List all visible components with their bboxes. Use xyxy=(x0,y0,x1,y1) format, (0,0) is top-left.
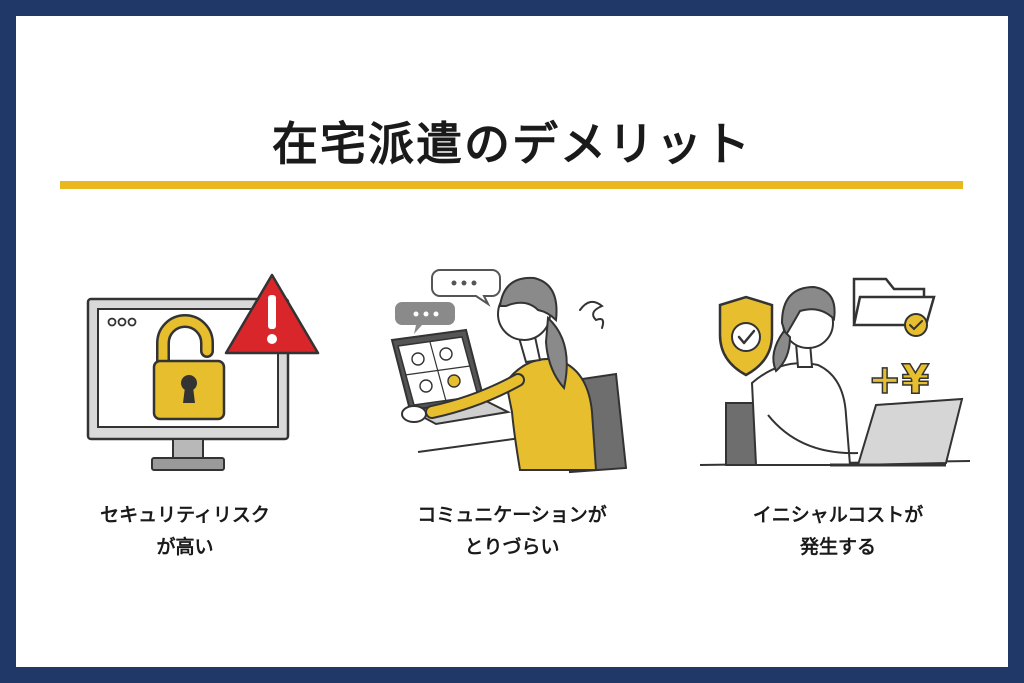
svg-text:+¥: +¥ xyxy=(868,357,930,403)
caption-line: 発生する xyxy=(799,536,876,558)
caption-line: イニシャルコストが xyxy=(752,504,924,526)
video-call-woman-icon xyxy=(390,269,628,474)
caption-line: コミュニケーションが xyxy=(417,504,607,526)
unlocked-padlock-warning-icon xyxy=(86,273,320,471)
caption-security-risk: セキュリティリスク が高い xyxy=(35,499,335,563)
title-underline xyxy=(60,181,963,189)
caption-line: セキュリティリスク xyxy=(100,504,270,526)
page-title: 在宅派遣のデメリット xyxy=(272,117,752,171)
caption-line: が高い xyxy=(156,536,214,558)
caption-line: とりづらい xyxy=(464,536,560,558)
caption-communication: コミュニケーションが とりづらい xyxy=(362,499,662,563)
caption-initial-cost: イニシャルコストが 発生する xyxy=(688,499,988,563)
initial-cost-woman-icon: +¥ xyxy=(699,277,971,467)
